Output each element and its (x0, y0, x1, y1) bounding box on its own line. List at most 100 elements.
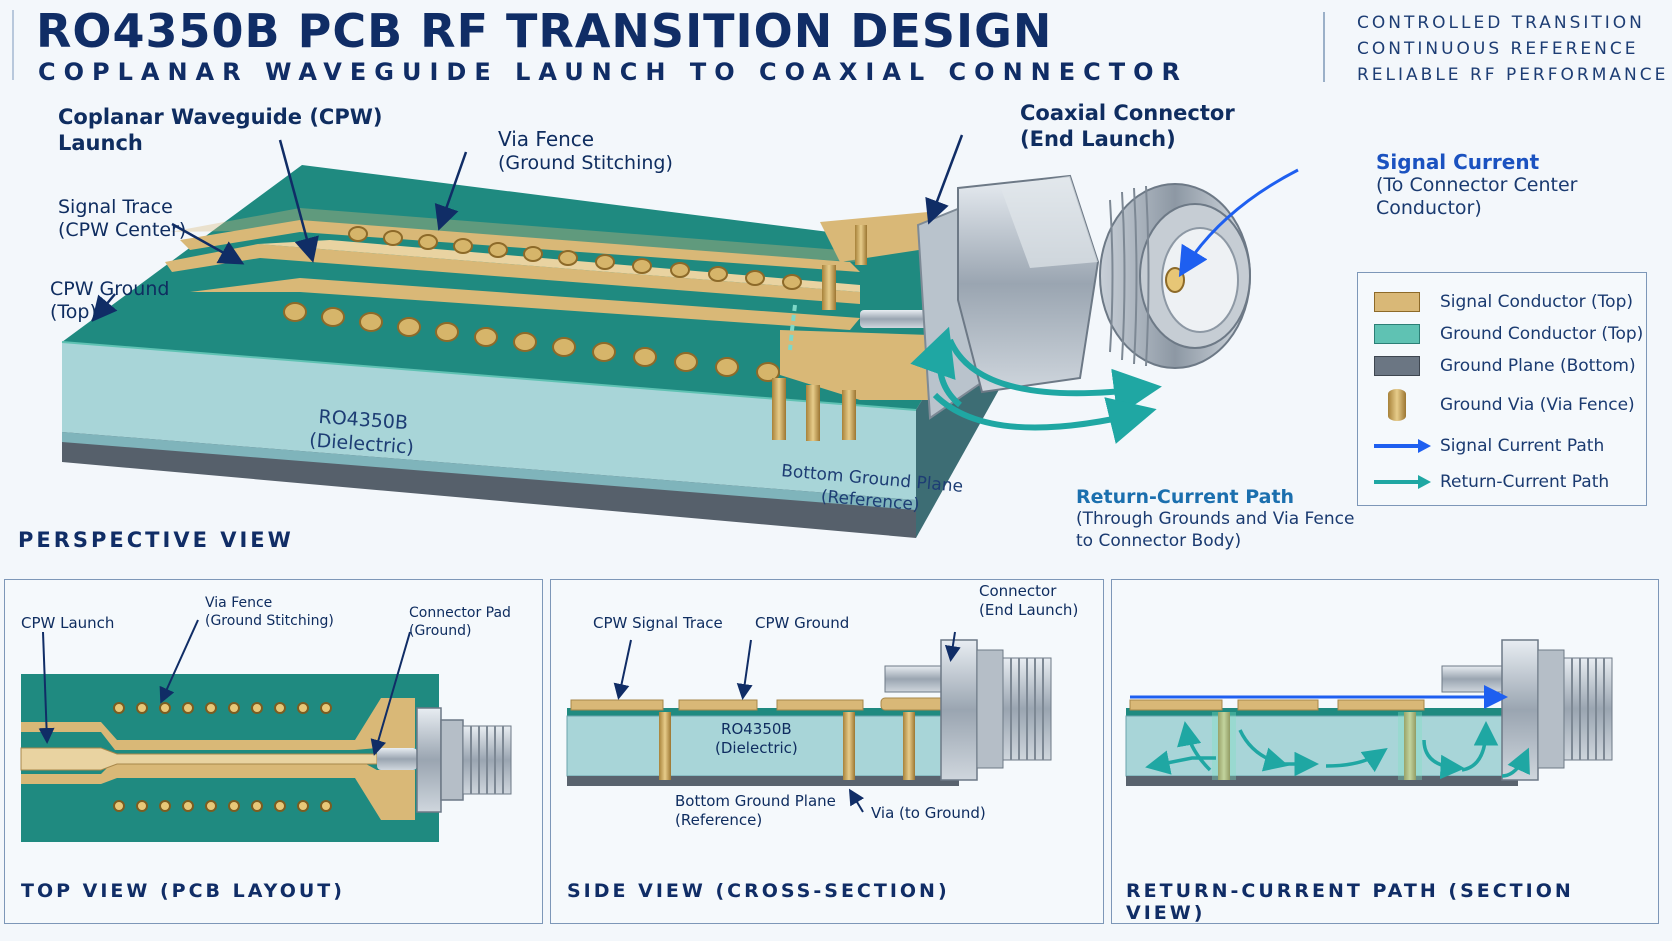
label-cpw-ground-line2: (Top) (50, 301, 97, 323)
top-view-connector-pad-line1: Connector Pad (409, 605, 511, 621)
top-view-label-cpw-launch: CPW Launch (21, 614, 115, 632)
side-view-connector (884, 639, 1052, 781)
return-path-on-board (788, 304, 797, 351)
page-subtitle: COPLANAR WAVEGUIDE LAUNCH TO COAXIAL CON… (38, 58, 1189, 86)
coax-connector-body (916, 174, 1251, 420)
side-view-bottom-ground-line1: Bottom Ground Plane (675, 792, 836, 810)
label-via-fence-line2: (Ground Stitching) (498, 152, 673, 174)
label-coax-line2: (End Launch) (1020, 127, 1176, 151)
legend-item-signal-conductor: Signal Conductor (Top) (1374, 289, 1633, 315)
side-view-dielectric-line1: RO4350B (721, 720, 792, 738)
return-view-dielectric (1125, 715, 1519, 777)
top-view-vias (113, 702, 332, 812)
top-view-drawing (20, 619, 512, 842)
legend-item-signal-path: Signal Current Path (1374, 433, 1604, 459)
panel-top-view: CPW Launch Via Fence (Ground Stitching) … (4, 579, 543, 924)
label-cpw-launch: Coplanar Waveguide (CPW) Launch (58, 104, 382, 156)
legend-swatch-ground-plane (1374, 356, 1420, 376)
side-view-via-2 (843, 712, 855, 780)
legend-label-signal-conductor: Signal Conductor (Top) (1440, 292, 1633, 312)
side-view-label-connector: Connector (End Launch) (979, 582, 1078, 620)
label-return-path-line3: to Connector Body) (1076, 531, 1242, 551)
label-cpw-ground-line1: CPW Ground (50, 278, 170, 300)
label-cpw-launch-line2: Launch (58, 131, 143, 155)
top-view-connector-pad-line2: (Ground) (409, 623, 472, 639)
return-view-top-ground (1126, 708, 1518, 716)
legend-item-ground-conductor: Ground Conductor (Top) (1374, 321, 1643, 347)
label-signal-trace: Signal Trace (CPW Center) (58, 196, 186, 242)
legend-item-ground-via: Ground Via (Via Fence) (1374, 385, 1635, 425)
return-view-title: RETURN-CURRENT PATH (SECTION VIEW) (1126, 880, 1574, 924)
return-current-arrows (910, 326, 1162, 444)
legend-item-return-path: Return-Current Path (1374, 469, 1609, 495)
connector-pad-lower (780, 330, 930, 400)
header-divider-left (12, 10, 14, 80)
legend-label-return-path: Return-Current Path (1440, 472, 1610, 492)
side-view-bottom-ground-line2: (Reference) (675, 811, 763, 829)
label-signal-current-line1: Signal Current (1376, 150, 1540, 174)
board-front-dielectric-shade (62, 432, 916, 510)
top-view-connector (377, 707, 512, 813)
return-view-bottom-plane (1126, 776, 1518, 786)
label-cpw-ground: CPW Ground (Top) (50, 278, 169, 324)
side-view-via-3 (903, 712, 915, 780)
label-coax-connector: Coaxial Connector (End Launch) (1020, 100, 1235, 152)
return-view-return-arrows (1145, 721, 1530, 780)
via-fence-top-row (348, 226, 802, 290)
top-view-title: TOP VIEW (PCB LAYOUT) (21, 880, 345, 902)
legend-swatch-ground (1374, 324, 1420, 344)
side-view-label-signal-trace: CPW Signal Trace (593, 614, 723, 632)
taglines: CONTROLLED TRANSITION CONTINUOUS REFEREN… (1357, 10, 1668, 88)
side-view-via-1 (659, 712, 671, 780)
exposed-vias (772, 225, 867, 441)
leader-lines (91, 134, 964, 322)
page-title: RO4350B PCB RF TRANSITION DESIGN (36, 4, 1053, 58)
via-fence-bottom-row (283, 302, 780, 382)
perspective-view-title: PERSPECTIVE VIEW (18, 528, 294, 552)
label-via-fence: Via Fence (Ground Stitching) (498, 126, 673, 175)
label-signal-current: Signal Current (To Connector Center Cond… (1376, 150, 1672, 220)
legend-label-ground-via: Ground Via (Via Fence) (1440, 395, 1635, 415)
cpw-ground-copper (170, 208, 860, 262)
side-view-dielectric (566, 715, 960, 777)
legend-label-signal-path: Signal Current Path (1440, 436, 1605, 456)
return-path-arrow-icon (1374, 475, 1431, 489)
top-view-label-via-fence: Via Fence (Ground Stitching) (205, 594, 334, 630)
side-view-connector-line2: (End Launch) (979, 601, 1079, 619)
label-dielectric: RO4350B (Dielectric) (308, 404, 416, 459)
signal-current-arrow (1178, 168, 1299, 278)
legend: Signal Conductor (Top) Ground Conductor … (1357, 272, 1647, 506)
label-via-fence-line1: Via Fence (498, 127, 595, 151)
legend-item-ground-plane: Ground Plane (Bottom) (1374, 353, 1636, 379)
legend-label-ground-conductor: Ground Conductor (Top) (1440, 324, 1644, 344)
tagline-3: RELIABLE RF PERFORMANCE (1357, 65, 1669, 85)
side-view-label-bottom-ground: Bottom Ground Plane (Reference) (675, 792, 836, 830)
label-return-path: Return-Current Path (Through Grounds and… (1076, 486, 1354, 552)
perspective-drawing (61, 134, 1299, 538)
side-view-label-dielectric: RO4350B (Dielectric) (715, 720, 798, 758)
top-view-leaders (38, 619, 411, 756)
ground-via-icon (1388, 389, 1406, 421)
legend-label-ground-plane: Ground Plane (Bottom) (1440, 356, 1636, 376)
pcb-board (61, 165, 1010, 538)
board-front-dielectric (62, 342, 916, 500)
top-view-via-fence-line1: Via Fence (205, 595, 273, 611)
side-view-bottom-plane (567, 776, 959, 786)
side-view-dielectric-line2: (Dielectric) (715, 739, 798, 757)
return-view-drawing (1125, 639, 1613, 786)
signal-path-arrow-icon (1374, 439, 1431, 453)
top-view-label-connector-pad: Connector Pad (Ground) (409, 604, 511, 640)
side-view-leaders (613, 631, 961, 813)
label-signal-trace-line1: Signal Trace (58, 196, 173, 218)
label-coax-line1: Coaxial Connector (1020, 101, 1235, 125)
side-view-label-cpw-ground: CPW Ground (755, 614, 850, 632)
lower-ground-strip (190, 278, 860, 330)
side-view-drawing (566, 631, 1052, 813)
label-signal-trace-line2: (CPW Center) (58, 219, 187, 241)
label-cpw-launch-line1: Coplanar Waveguide (CPW) (58, 105, 383, 129)
tagline-1: CONTROLLED TRANSITION (1357, 13, 1645, 33)
legend-swatch-signal (1374, 292, 1420, 312)
panel-side-view: CPW Signal Trace CPW Ground Connector (E… (550, 579, 1104, 924)
side-view-label-via: Via (to Ground) (871, 804, 986, 822)
tagline-2: CONTINUOUS REFERENCE (1357, 39, 1639, 59)
